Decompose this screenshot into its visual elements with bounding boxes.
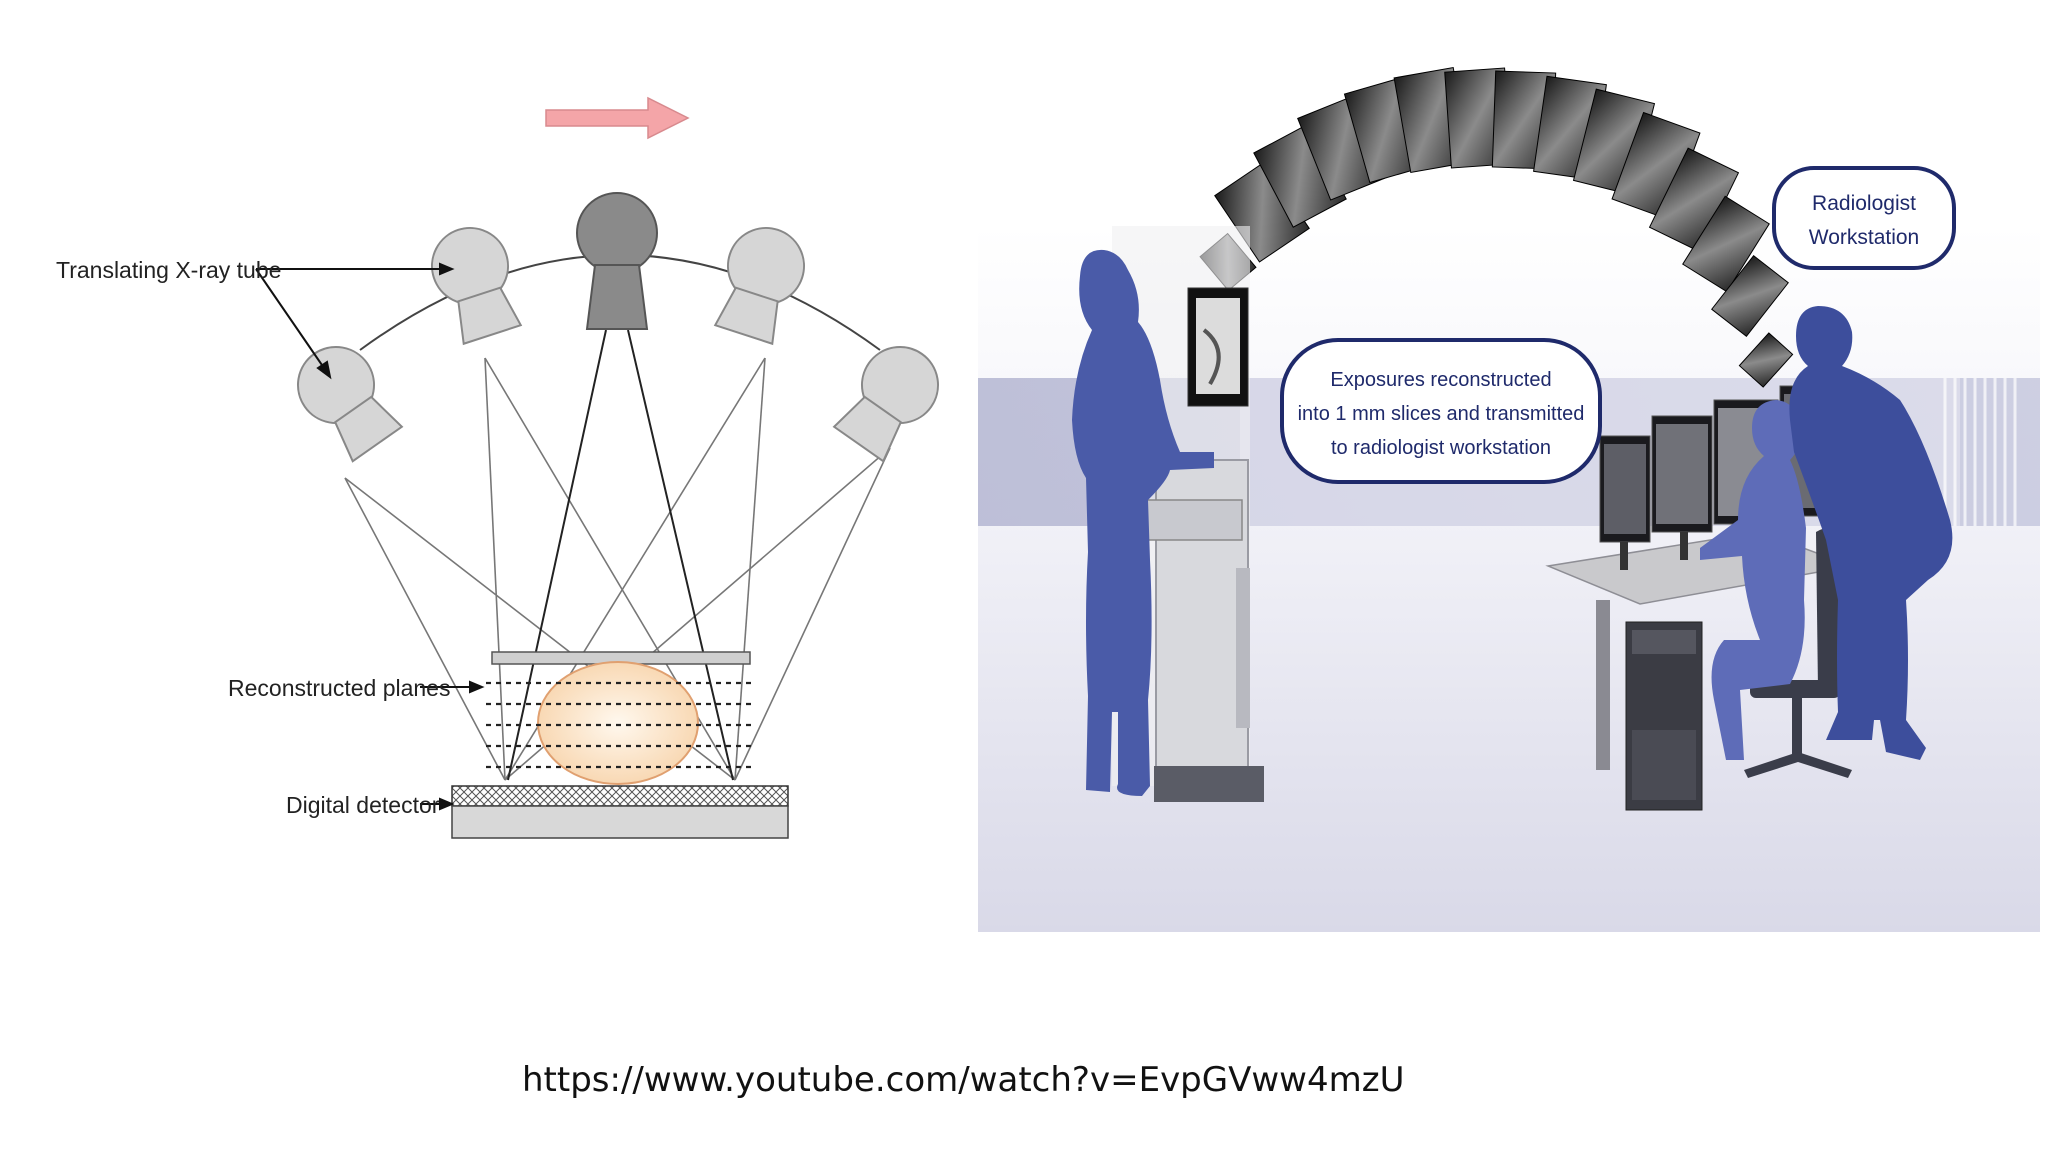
label-digital-detector: Digital detector — [286, 792, 440, 818]
xray-tube-left — [431, 227, 523, 346]
label-translating-xray-tube: Translating X-ray tube — [56, 257, 281, 283]
central-beam — [507, 329, 734, 781]
callout-exposures-line1: Exposures reconstructed — [1330, 369, 1551, 391]
wall-stripes — [1943, 378, 2017, 526]
callout-exposures: Exposures reconstructed into 1 mm slices… — [1280, 338, 1602, 484]
technologist-silhouette — [1072, 249, 1214, 796]
detector-base — [451, 805, 789, 839]
label-pointers — [255, 262, 485, 811]
callout-workstation-line2: Workstation — [1809, 226, 1920, 249]
slice-arc — [1199, 66, 1794, 388]
detector-hatched-layer — [451, 785, 789, 807]
xray-tube-center — [576, 192, 658, 330]
mammography-unit — [1112, 226, 1264, 802]
callout-workstation: Radiologist Workstation — [1772, 166, 1956, 270]
callout-exposures-line2: into 1 mm slices and transmitted — [1298, 403, 1585, 425]
xray-tube-right — [713, 227, 805, 346]
xray-tube-far-right — [832, 346, 939, 463]
tomosynthesis-diagram: Translating X-ray tube Reconstructed pla… — [56, 96, 939, 839]
standing-radiologist-silhouette — [1789, 306, 1953, 760]
reconstructed-planes — [486, 681, 754, 769]
label-reconstructed-planes: Reconstructed planes — [228, 675, 450, 701]
workflow-illustration: Exposures reconstructed into 1 mm slices… — [978, 66, 2040, 932]
breast-shape — [537, 661, 699, 785]
direction-arrow-icon — [545, 96, 690, 140]
xray-tube-far-left — [297, 346, 404, 463]
callout-workstation-line1: Radiologist — [1812, 192, 1916, 215]
callout-exposures-line3: to radiologist workstation — [1331, 437, 1551, 459]
source-url[interactable]: https://www.youtube.com/watch?v=EvpGVww4… — [522, 1060, 1405, 1100]
seated-radiologist-silhouette — [1700, 400, 1806, 760]
